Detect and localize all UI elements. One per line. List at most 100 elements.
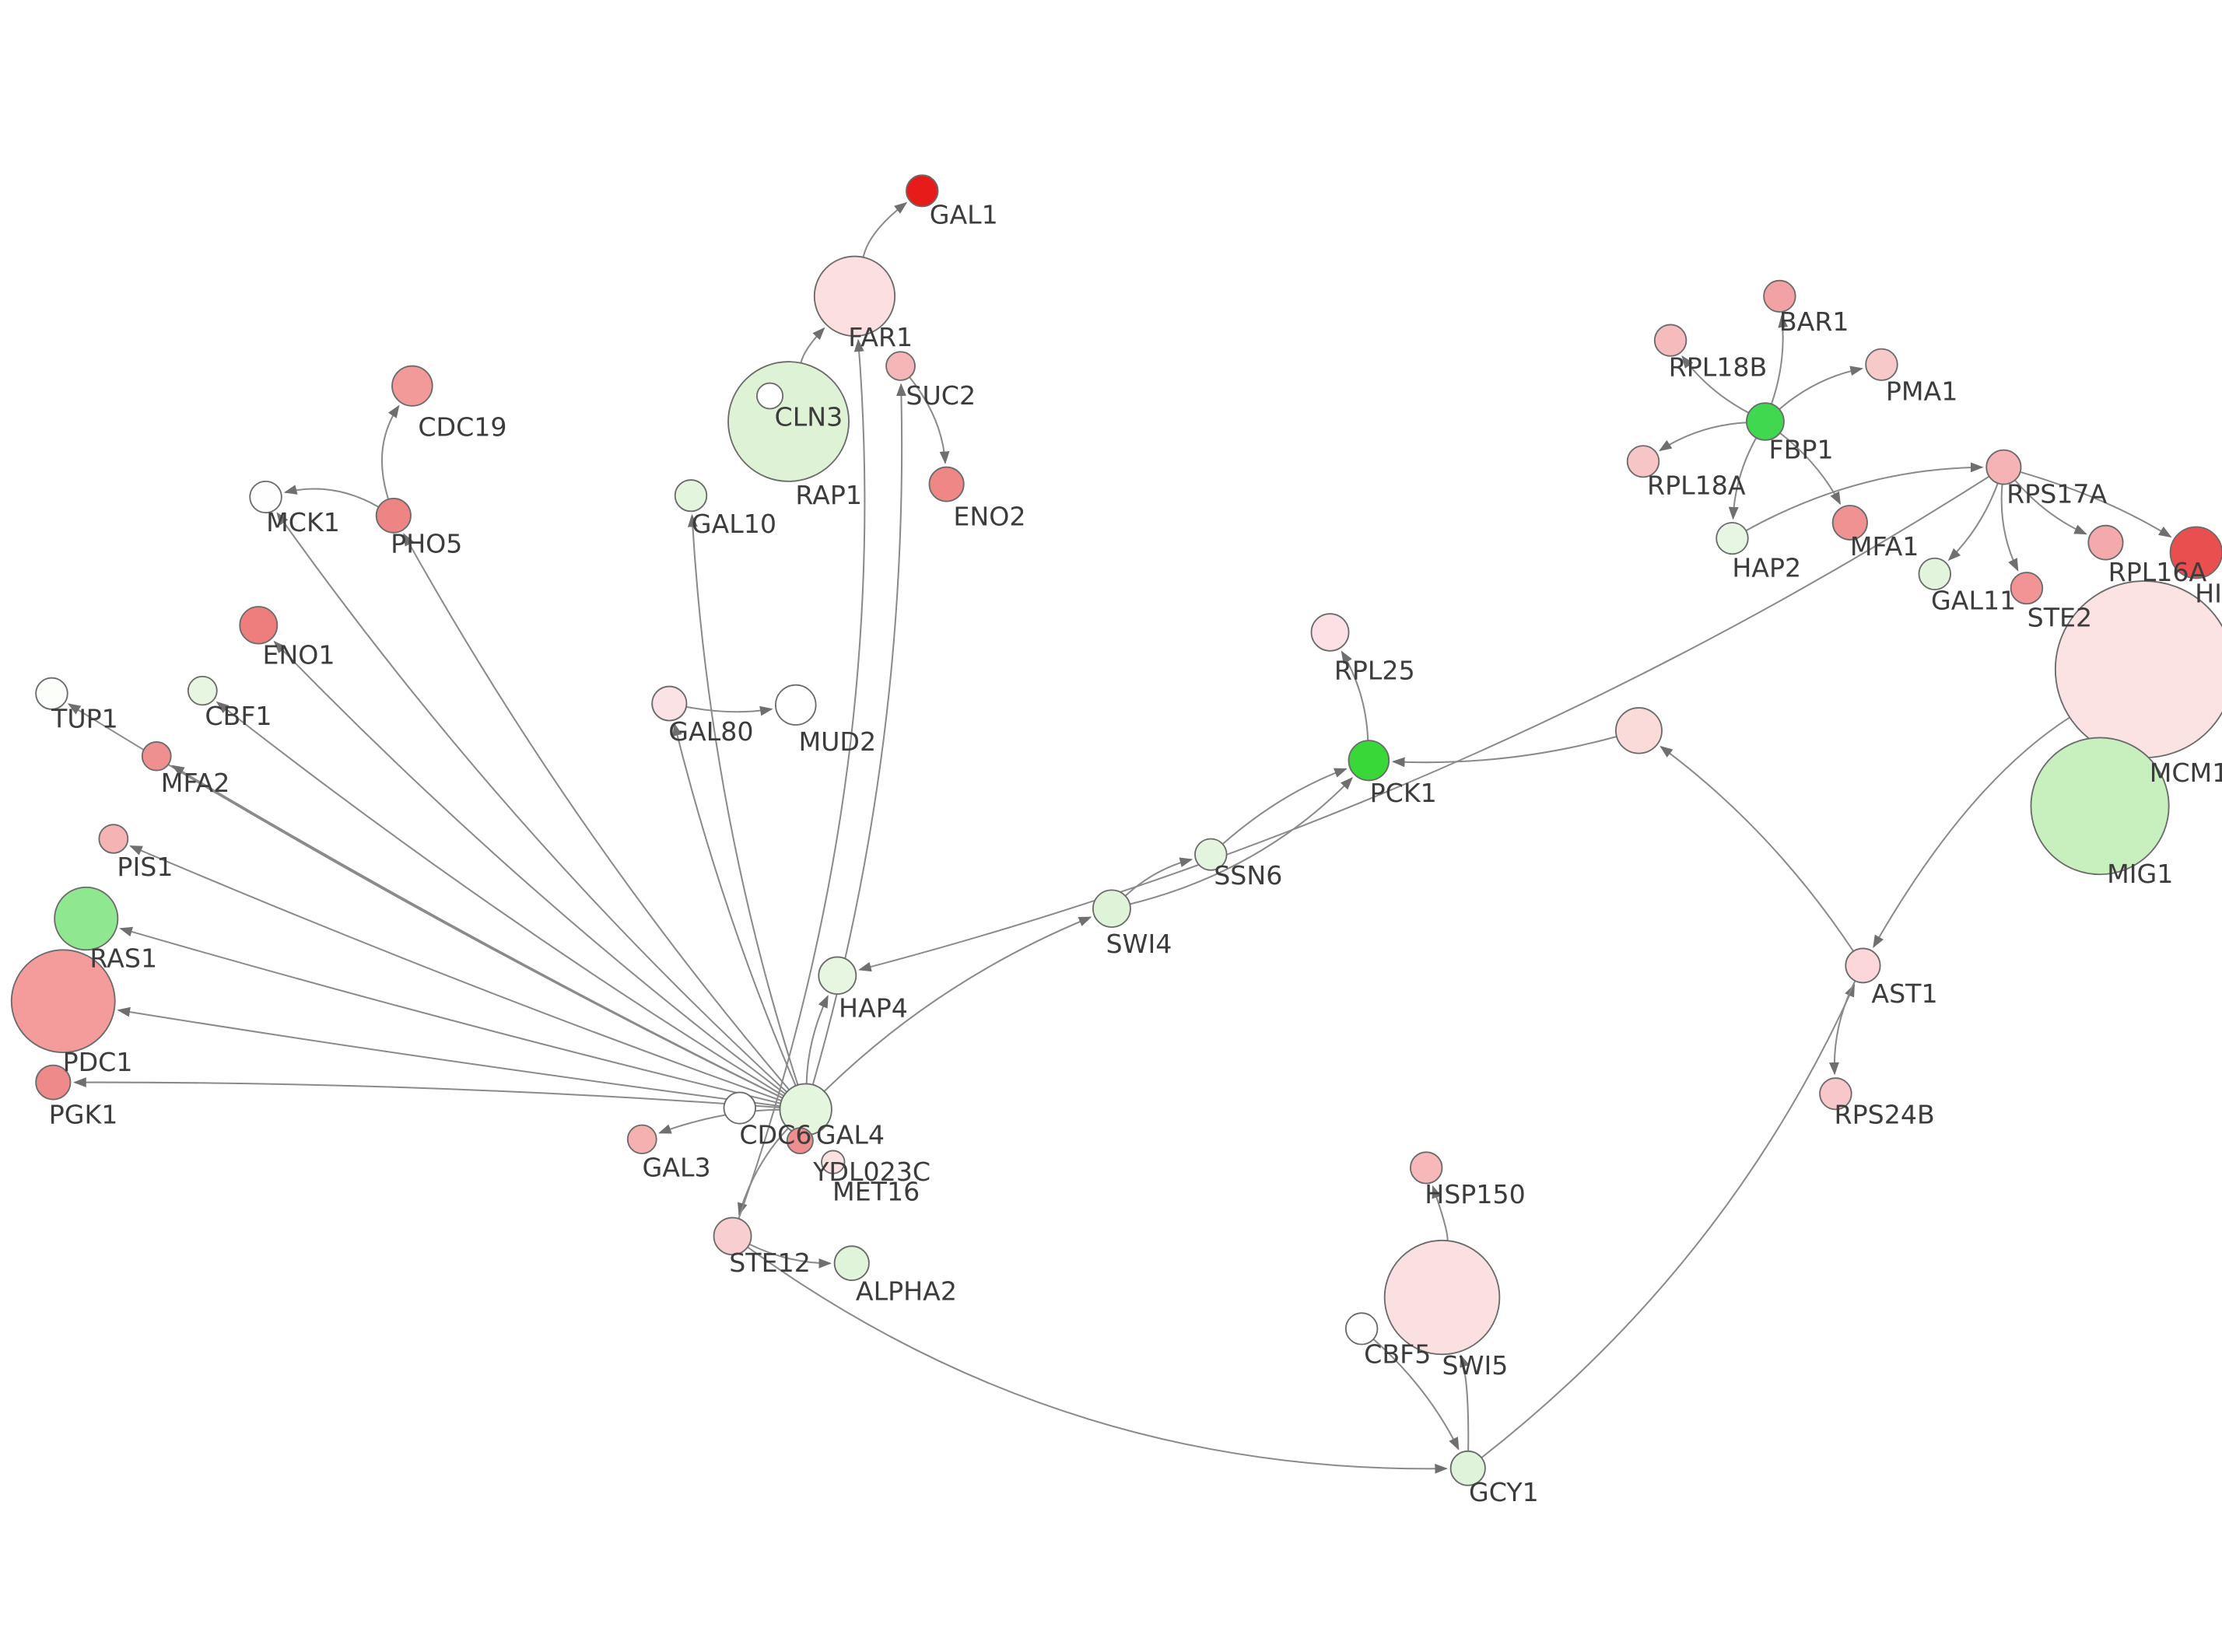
- edge-rps17a-to-his4: [2020, 471, 2172, 538]
- network-node-gal4[interactable]: [779, 1083, 832, 1136]
- network-node-fbp1[interactable]: [1746, 402, 1785, 441]
- edge-gal4-to-gal3: [658, 1108, 780, 1134]
- edge-gal4-to-mfa2: [171, 765, 783, 1099]
- node-label-alpha2: ALPHA2: [856, 1276, 957, 1307]
- network-node-ste12[interactable]: [713, 1216, 752, 1256]
- network-node-eno1[interactable]: [239, 606, 279, 645]
- node-label-eno1: ENO1: [262, 639, 335, 670]
- node-label-fbp1: FBP1: [1769, 435, 1834, 465]
- network-node-alpha2[interactable]: [833, 1245, 870, 1282]
- edge-gal4-to-pgk1: [73, 1077, 780, 1108]
- network-node-swi4[interactable]: [1092, 889, 1131, 928]
- network-node-cbf1[interactable]: [187, 675, 218, 706]
- network-node-far1[interactable]: [813, 255, 896, 338]
- node-label-mud2: MUD2: [798, 726, 876, 757]
- network-node-gal10[interactable]: [674, 479, 708, 513]
- node-label-pck1: PCK1: [1370, 778, 1437, 808]
- node-label-swi5: SWI5: [1442, 1350, 1509, 1381]
- edge-ste12-to-far1: [738, 338, 866, 1220]
- edge-rps17a-to-hap4: [858, 475, 1990, 972]
- network-node-cdc6[interactable]: [723, 1091, 757, 1125]
- network-node-rps24b[interactable]: [1819, 1077, 1852, 1111]
- network-node-ssn6[interactable]: [1194, 838, 1228, 871]
- edge-pck1-to-rpl25: [1341, 650, 1369, 741]
- edge-node1-to-pck1: [1391, 736, 1617, 768]
- edge-gal4-to-cbf1: [216, 701, 784, 1097]
- edge-rps17a-to-gal11: [1947, 482, 1999, 562]
- network-node-gal1[interactable]: [906, 174, 939, 208]
- network-node-hsp150[interactable]: [1410, 1151, 1443, 1185]
- node-label-eno2: ENO2: [953, 502, 1025, 532]
- node-label-pma1: PMA1: [1886, 376, 1958, 407]
- network-node-mfa2[interactable]: [141, 741, 172, 772]
- node-label-swi4: SWI4: [1106, 929, 1172, 959]
- network-node-mig1[interactable]: [2030, 737, 2170, 876]
- network-node-pma1[interactable]: [1865, 348, 1898, 381]
- edge-swi5-to-hsp150: [1432, 1185, 1449, 1241]
- network-node-bar1[interactable]: [1763, 279, 1796, 313]
- node-label-met16: MET16: [832, 1177, 920, 1207]
- edge-gal4-to-hap4: [805, 995, 829, 1084]
- network-node-rpl25[interactable]: [1310, 613, 1350, 652]
- node-label-pho5: PHO5: [391, 529, 462, 559]
- edge-gal4-to-tup1: [67, 703, 783, 1099]
- network-node-mud2[interactable]: [775, 684, 817, 726]
- node-label-gal10: GAL10: [692, 509, 776, 539]
- edge-gal4-to-mck1: [276, 512, 788, 1093]
- network-node-his4[interactable]: [2169, 526, 2222, 579]
- edge-fbp1-to-pma1: [1779, 366, 1863, 410]
- edge-gal4-to-pho5: [403, 533, 790, 1090]
- edge-ast1-to-rps24b: [1828, 980, 1856, 1076]
- network-node-pis1[interactable]: [98, 824, 129, 854]
- network-node-pdc1[interactable]: [10, 949, 116, 1054]
- network-node-gal80[interactable]: [651, 685, 688, 722]
- edges-layer: [67, 201, 2172, 1474]
- network-node-cdc19[interactable]: [391, 365, 433, 407]
- network-node-mcm1[interactable]: [2054, 580, 2222, 758]
- network-node-suc2[interactable]: [885, 351, 916, 381]
- edge-pho5-to-mck1: [283, 485, 380, 508]
- network-node-rpl16a[interactable]: [2087, 524, 2124, 561]
- node-label-rps24b: RPS24B: [1835, 1100, 1935, 1130]
- network-node-pho5[interactable]: [375, 497, 412, 534]
- network-node-ras1[interactable]: [54, 886, 119, 951]
- network-node-eno2[interactable]: [928, 466, 965, 502]
- network-node-ydl023c[interactable]: [786, 1127, 814, 1155]
- network-node-hap4[interactable]: [818, 956, 857, 995]
- network-node-node1[interactable]: [1615, 707, 1663, 754]
- edge-ste12-to-alpha2: [748, 1243, 832, 1269]
- network-node-pck1[interactable]: [1348, 740, 1390, 782]
- edge-gcy1-to-swi5: [1460, 1354, 1470, 1451]
- network-node-tup1[interactable]: [35, 677, 68, 710]
- edge-rps17a-to-rpl16a: [2014, 479, 2087, 535]
- edge-pho5-to-cdc19: [380, 404, 400, 500]
- edge-fbp1-to-mfa1: [1779, 432, 1842, 506]
- node-label-ssn6: SSN6: [1214, 860, 1282, 891]
- network-node-mck1[interactable]: [249, 480, 282, 514]
- network-node-gal3[interactable]: [626, 1124, 657, 1155]
- network-node-mfa1[interactable]: [1831, 505, 1868, 541]
- network-node-rpl18b[interactable]: [1653, 324, 1688, 357]
- node-label-gal11: GAL11: [1931, 586, 2016, 616]
- network-node-ast1[interactable]: [1845, 947, 1881, 984]
- network-node-gcy1[interactable]: [1449, 1450, 1486, 1486]
- network-node-met16[interactable]: [821, 1150, 846, 1174]
- network-node-pgk1[interactable]: [35, 1064, 72, 1101]
- network-node-cbf5[interactable]: [1344, 1312, 1379, 1346]
- network-node-swi5[interactable]: [1383, 1239, 1501, 1356]
- edge-hap2-to-rps17a: [1745, 462, 1984, 532]
- node-label-pis1: PIS1: [117, 852, 173, 882]
- network-node-ste2[interactable]: [2010, 572, 2044, 605]
- node-label-ast1: AST1: [1871, 978, 1937, 1009]
- network-node-rps17a[interactable]: [1985, 449, 2022, 485]
- network-node-rpl18a[interactable]: [1626, 445, 1660, 478]
- edge-gal4-to-swi4: [823, 916, 1092, 1093]
- edge-ste12-to-gcy1: [747, 1246, 1448, 1474]
- network-node-cln3[interactable]: [727, 361, 850, 482]
- network-node-rap1[interactable]: [756, 382, 784, 410]
- network-node-gal11[interactable]: [1918, 557, 1951, 590]
- edge-rps17a-to-ste2: [2000, 484, 2019, 572]
- node-label-hap2: HAP2: [1732, 553, 1801, 583]
- network-node-hap2[interactable]: [1716, 522, 1749, 555]
